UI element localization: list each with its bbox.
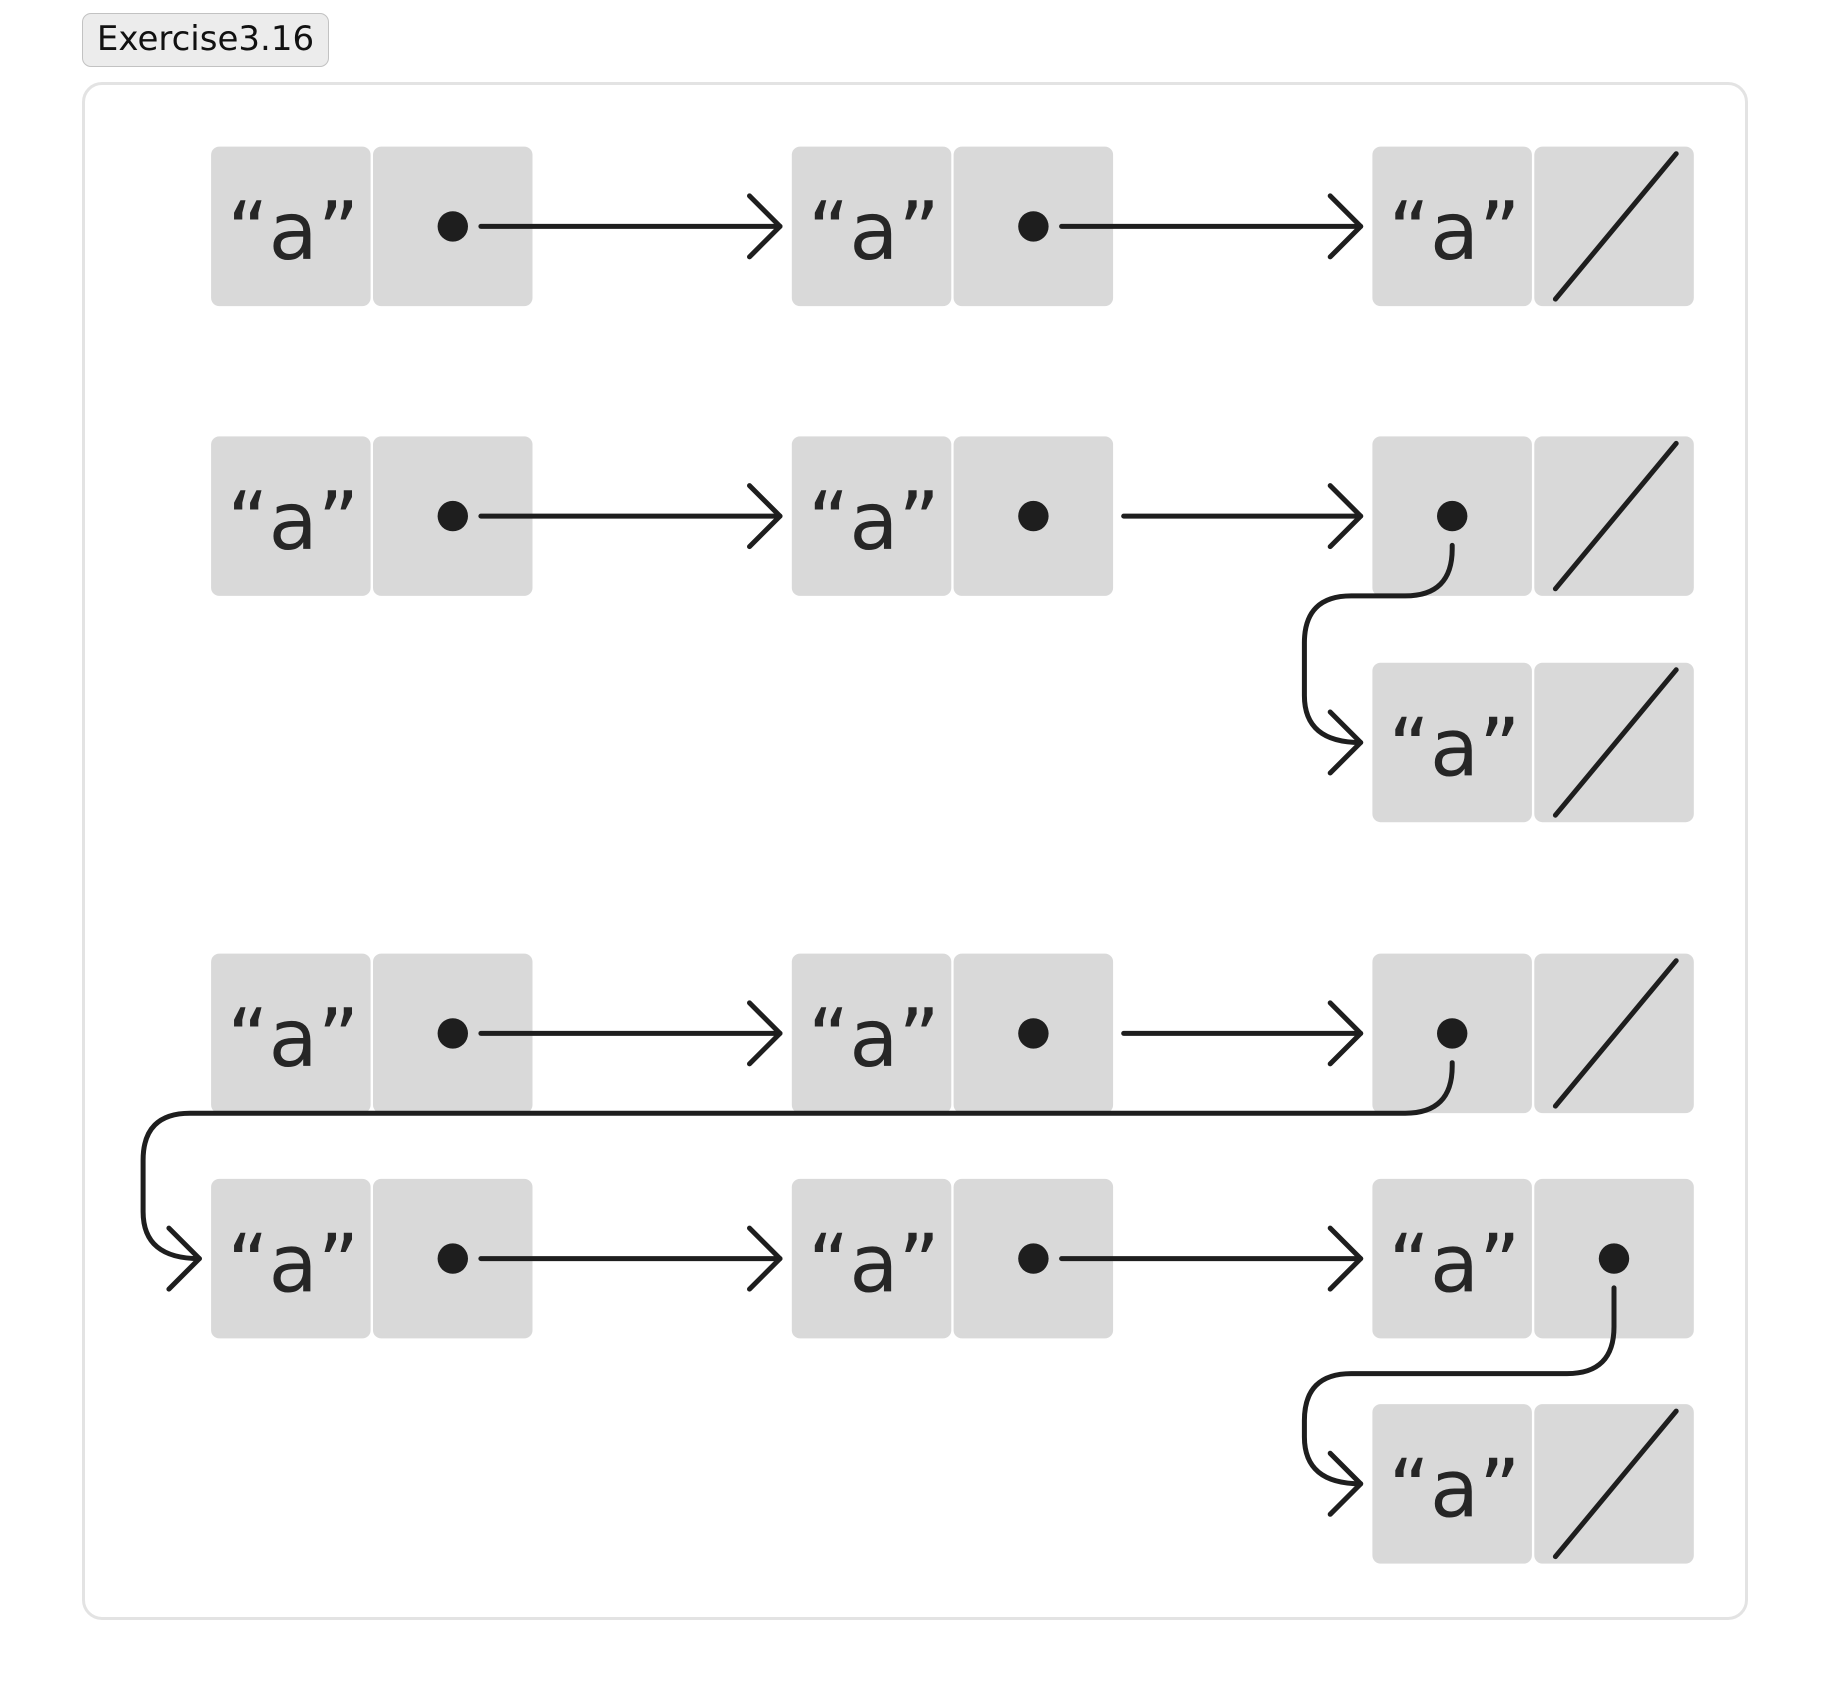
- cdr-pointer-dot: [1018, 1243, 1049, 1274]
- car-cell: [791, 436, 952, 596]
- car-value: “a”: [227, 475, 359, 568]
- car-value: “a”: [227, 1218, 359, 1311]
- car-value: “a”: [808, 475, 940, 568]
- car-cell: [211, 146, 371, 307]
- nil-slash: [1552, 440, 1679, 592]
- car-pointer-dot: [1437, 500, 1468, 532]
- cdr-pointer-dot: [1598, 1243, 1630, 1274]
- car-value: “a”: [227, 185, 359, 278]
- nil-slash: [1552, 1408, 1679, 1560]
- arrowhead: [747, 193, 783, 260]
- pointer-arrow: [140, 1060, 1455, 1262]
- car-value: “a”: [808, 185, 940, 278]
- car-value: “a”: [808, 992, 940, 1085]
- car-value: “a”: [1389, 1443, 1521, 1536]
- cdr-pointer-dot: [1018, 1018, 1049, 1049]
- car-cell: [791, 1178, 952, 1339]
- cdr-pointer-dot: [437, 500, 468, 532]
- cdr-pointer-dot: [1018, 500, 1049, 532]
- arrowhead: [1327, 1450, 1364, 1517]
- nil-slash: [1552, 958, 1679, 1109]
- cdr-pointer-dot: [437, 1243, 468, 1274]
- car-cell: [791, 146, 952, 307]
- nil-slash: [1552, 151, 1679, 302]
- pointer-arrow: [1301, 1285, 1617, 1487]
- diagram-frame: [82, 82, 1748, 1620]
- arrowhead: [1327, 193, 1364, 260]
- pointer-arrow: [1301, 542, 1455, 745]
- car-cell: [1372, 1404, 1532, 1564]
- car-value: “a”: [1389, 701, 1521, 794]
- car-cell: [211, 436, 371, 596]
- arrowhead: [747, 1225, 783, 1292]
- car-cell: [211, 953, 371, 1114]
- car-cell: [1372, 1178, 1532, 1339]
- arrowhead: [747, 1000, 783, 1067]
- arrowhead: [1327, 483, 1364, 550]
- exercise-title-tab: Exercise3.16: [82, 13, 329, 67]
- arrowhead: [1327, 1225, 1364, 1292]
- car-cell: [1372, 146, 1532, 307]
- cdr-pointer-dot: [437, 211, 468, 242]
- car-value: “a”: [227, 992, 359, 1085]
- car-cell: [1372, 662, 1532, 823]
- car-cell: [791, 953, 952, 1114]
- car-pointer-dot: [1437, 1018, 1468, 1049]
- car-value: “a”: [1389, 1218, 1521, 1311]
- nil-slash: [1552, 667, 1679, 818]
- cdr-pointer-dot: [437, 1018, 468, 1049]
- cdr-pointer-dot: [1018, 211, 1049, 242]
- car-value: “a”: [1389, 185, 1521, 278]
- arrowhead: [166, 1225, 202, 1292]
- arrowhead: [747, 483, 783, 550]
- arrowhead: [1327, 709, 1364, 776]
- arrowhead: [1327, 1000, 1364, 1067]
- car-value: “a”: [808, 1218, 940, 1311]
- car-cell: [211, 1178, 371, 1339]
